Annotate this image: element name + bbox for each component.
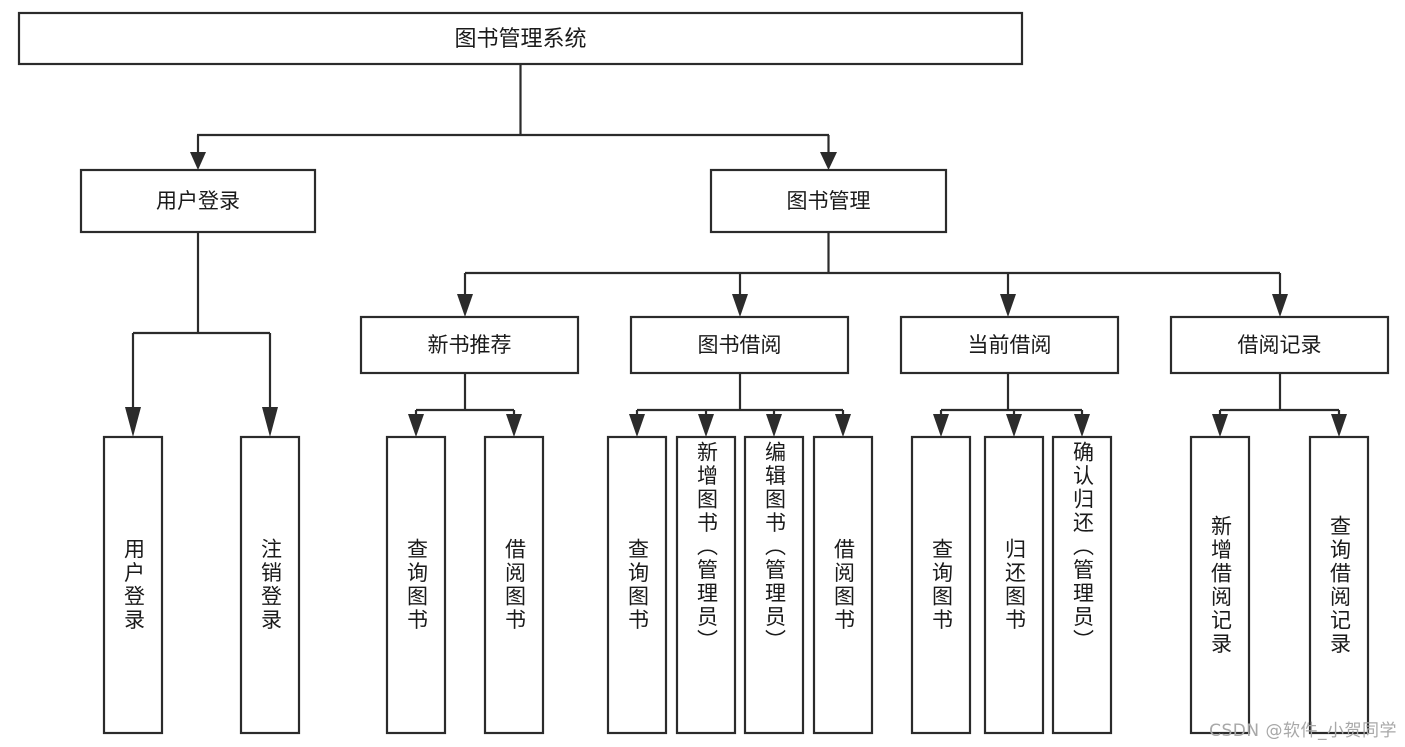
node-current-borrow-rect[interactable] (899, 315, 1120, 375)
node-root-label: 图书管理系统 (454, 27, 586, 52)
node-book-management-rect[interactable] (709, 168, 948, 234)
node-current-borrow[interactable]: 当前借阅 (899, 315, 1120, 375)
watermark: CSDN @软件_小贺同学 (1209, 721, 1397, 741)
arrow-head-cb-return-book (1006, 414, 1022, 437)
arrow-head-cb-confirm-return (1074, 414, 1090, 437)
node-user-login[interactable]: 用户登录 (79, 168, 317, 234)
arrow-head-nbr-borrow-book (506, 414, 522, 437)
node-borrow-record[interactable]: 借阅记录 (1169, 315, 1390, 375)
node-book-management-label: 图书管理 (787, 189, 871, 213)
arrow-head-leaf-logout (262, 407, 278, 437)
node-leaf-nbr-borrow-book-rect[interactable] (483, 435, 545, 735)
arrow-head-current-borrow (1000, 294, 1016, 317)
arrow-head-br-query-record (1331, 414, 1347, 437)
node-user-login-rect[interactable] (79, 168, 317, 234)
arrow-head-cb-query-book (933, 414, 949, 437)
node-new-book-recommend-rect[interactable] (359, 315, 580, 375)
node-borrow-record-rect[interactable] (1169, 315, 1390, 375)
node-leaf-cb-return-book-rect[interactable] (983, 435, 1045, 735)
arrow-head-bb-add-book (698, 414, 714, 437)
node-book-borrow-label: 图书借阅 (698, 333, 782, 357)
node-book-borrow[interactable]: 图书借阅 (629, 315, 850, 375)
node-leaf-cb-confirm-return-rect[interactable] (1051, 435, 1113, 735)
node-new-book-recommend-label: 新书推荐 (428, 333, 512, 357)
node-leaf-br-query-record-rect[interactable] (1308, 435, 1370, 735)
node-leaf-logout-rect[interactable] (239, 435, 301, 735)
arrow-head-book-manage (820, 152, 837, 170)
arrow-head-user-login (190, 152, 206, 170)
node-user-login-label: 用户登录 (156, 189, 240, 213)
node-leaf-cb-query-book-rect[interactable] (910, 435, 972, 735)
arrow-head-nbr-query-book (408, 414, 424, 437)
node-leaf-nbr-query-book-rect[interactable] (385, 435, 447, 735)
node-current-borrow-label: 当前借阅 (968, 333, 1052, 357)
connector-group-user-login (125, 232, 278, 437)
connector-group-new-book-rec (408, 373, 522, 437)
arrow-head-bb-query-book (629, 414, 645, 437)
node-root[interactable]: 图书管理系统 (17, 11, 1024, 66)
node-leaf-bb-borrow-book-rect[interactable] (812, 435, 874, 735)
connector-group-borrow-record (1212, 373, 1347, 437)
arrow-head-borrow-record (1272, 294, 1288, 317)
node-leaf-br-add-record-rect[interactable] (1189, 435, 1251, 735)
arrow-head-br-add-record (1212, 414, 1228, 437)
arrow-head-leaf-user-login (125, 407, 141, 437)
connector-group-book-borrow (629, 373, 851, 437)
node-root-rect[interactable] (17, 11, 1024, 66)
node-leaf-bb-add-book-rect[interactable] (675, 435, 737, 735)
node-borrow-record-label: 借阅记录 (1238, 333, 1322, 357)
arrow-head-book-borrow (732, 294, 748, 317)
node-book-management[interactable]: 图书管理 (709, 168, 948, 234)
connector-group-root (190, 64, 837, 170)
arrow-head-bb-edit-book (766, 414, 782, 437)
arrow-head-new-book-rec (457, 294, 473, 317)
arrow-head-bb-borrow-book (835, 414, 851, 437)
node-leaf-user-login-rect[interactable] (102, 435, 164, 735)
node-leaf-bb-edit-book-rect[interactable] (743, 435, 805, 735)
node-new-book-recommend[interactable]: 新书推荐 (359, 315, 580, 375)
node-book-borrow-rect[interactable] (629, 315, 850, 375)
node-leaf-bb-query-book-rect[interactable] (606, 435, 668, 735)
connector-group-book-manage (457, 232, 1288, 317)
connector-group-current-borrow (933, 373, 1090, 437)
